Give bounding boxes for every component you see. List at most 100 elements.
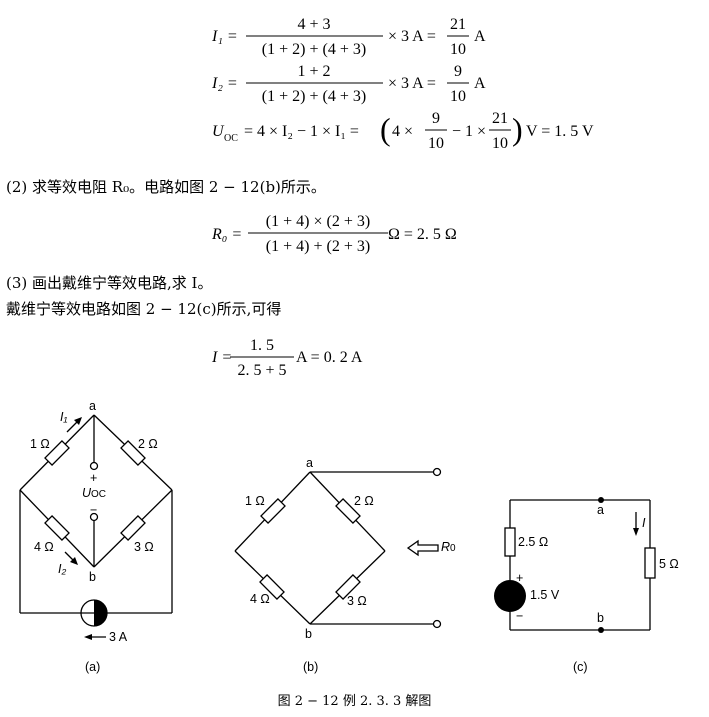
fig-b-node-b: b: [305, 627, 312, 641]
arrow-head: [633, 528, 639, 536]
fig-c-rload-label: 5 Ω: [659, 557, 679, 571]
resistor-1ohm: [44, 440, 70, 466]
fig-b-r3-label: 3 Ω: [347, 594, 367, 608]
eq-i1-num: 4 + 3: [297, 16, 330, 33]
eq-i1-mid: × 3 A =: [388, 28, 436, 45]
fig-a-node-b: b: [89, 570, 96, 584]
resistor-3ohm: [335, 574, 361, 600]
terminal-b: [432, 619, 442, 629]
node-a-dot: [598, 497, 604, 503]
node-b-dot: [598, 627, 604, 633]
figure-caption: 图 2 − 12 例 2. 3. 3 解图: [277, 694, 432, 709]
fig-b-caption: (b): [303, 660, 319, 674]
resistor-3ohm: [120, 515, 146, 541]
step3b-text: 戴维宁等效电路如图 2 − 12(c)所示,可得: [6, 300, 282, 318]
fig-a-r4-label: 4 Ω: [34, 540, 54, 554]
voltage-source: [494, 580, 526, 612]
arrow-r0: [406, 539, 439, 557]
eq-i1-lhs: I₁ =: [211, 28, 238, 45]
eq-i2-res-num: 9: [454, 63, 462, 80]
fig-a-plus: +: [90, 471, 98, 485]
eq-uoc-paren-a: 4 ×: [392, 123, 413, 140]
eq-i2-lhs: I₂ =: [211, 75, 238, 92]
eq-i2-den: (1 + 2) + (4 + 3): [262, 88, 366, 105]
eq-uoc-lhs: U: [212, 123, 225, 140]
eq-i1-unit: A: [474, 28, 486, 45]
resistor-internal: [504, 527, 516, 557]
equation-i2: I₂ = 1 + 2 (1 + 2) + (4 + 3) × 3 A = 9 1…: [211, 63, 486, 105]
eq-r0-num: (1 + 4) × (2 + 3): [266, 213, 370, 230]
eq-r0-den: (1 + 4) + (2 + 3): [266, 238, 370, 255]
arrow-head: [84, 634, 92, 640]
eq-i-den: 2. 5 + 5: [237, 362, 286, 379]
step2-text: (2) 求等效电阻 R₀。电路如图 2 − 12(b)所示。: [6, 178, 326, 196]
fig-c-vsrc-label: 1.5 V: [530, 588, 560, 602]
eq-uoc-paren-b: − 1 ×: [452, 123, 486, 140]
eq-i2-mid: × 3 A =: [388, 75, 436, 92]
resistor-2ohm: [335, 498, 361, 524]
circuit-a: [19, 414, 173, 640]
fig-a-minus: −: [90, 503, 98, 517]
eq-i1-den: (1 + 2) + (4 + 3): [262, 41, 366, 58]
eq-i-tail: A = 0. 2 A: [296, 349, 363, 366]
eq-uoc-expr: = 4 × I₂ − 1 × I₁ =: [244, 123, 359, 140]
fig-a-r1-label: 1 Ω: [30, 437, 50, 451]
fig-c-rint-label: 2.5 Ω: [518, 535, 549, 549]
eq-uoc-fa-den: 10: [428, 135, 444, 152]
circuit-c: [494, 497, 656, 633]
eq-uoc-tail: V = 1. 5 V: [526, 123, 594, 140]
resistor-4ohm: [259, 574, 285, 600]
equation-i1: I₁ = 4 + 3 (1 + 2) + (4 + 3) × 3 A = 21 …: [211, 16, 486, 58]
paren-right: ): [512, 111, 523, 147]
equation-uoc: U OC = 4 × I₂ − 1 × I₁ = ( 4 × 9 10 − 1 …: [212, 110, 594, 152]
eq-r0-tail: Ω = 2. 5 Ω: [388, 226, 457, 243]
fig-a-i1-label: I₁: [60, 410, 68, 424]
eq-i1-res-den: 10: [450, 41, 466, 58]
paren-left: (: [380, 111, 391, 147]
fig-c-plus: +: [516, 571, 524, 585]
terminal-top: [89, 461, 99, 471]
fig-b-node-a: a: [306, 456, 313, 470]
fig-b-r2-label: 2 Ω: [354, 494, 374, 508]
resistor-2ohm: [120, 440, 146, 466]
fig-b-r4-label: 4 Ω: [250, 592, 270, 606]
equations-area: I₁ = 4 + 3 (1 + 2) + (4 + 3) × 3 A = 21 …: [211, 16, 594, 379]
arrow-head: [70, 557, 78, 565]
fig-b-r0-label: R0: [441, 540, 456, 554]
fig-a-caption: (a): [85, 660, 101, 674]
eq-uoc-fa-num: 9: [432, 110, 440, 127]
fig-a-source-label: 3 A: [109, 630, 128, 644]
eq-uoc-fb-num: 21: [492, 110, 508, 127]
resistor-1ohm: [260, 498, 286, 524]
eq-i-num: 1. 5: [250, 337, 274, 354]
eq-i-lhs: I =: [211, 349, 232, 366]
fig-a-r3-label: 3 Ω: [134, 540, 154, 554]
fig-c-current-label: I: [642, 516, 646, 530]
fig-a-node-a: a: [89, 399, 96, 413]
eq-i2-num: 1 + 2: [297, 63, 330, 80]
eq-r0-lhs: R₀ =: [211, 226, 242, 243]
terminal-bottom: [89, 512, 99, 522]
eq-uoc-lhs-sub: OC: [224, 133, 238, 144]
arrow-head: [74, 417, 82, 425]
circuit-b: [234, 467, 442, 629]
equation-i: I = 1. 5 2. 5 + 5 A = 0. 2 A: [211, 337, 363, 379]
terminal-a: [432, 467, 442, 477]
eq-i2-unit: A: [474, 75, 486, 92]
eq-i1-res-num: 21: [450, 16, 466, 33]
fig-c-node-a: a: [597, 503, 604, 517]
fig-a-r2-label: 2 Ω: [138, 437, 158, 451]
fig-c-node-b: b: [597, 611, 604, 625]
fig-c-minus: −: [516, 609, 524, 623]
fig-a-uoc-label: UOC: [82, 486, 107, 500]
step3-text: (3) 画出戴维宁等效电路,求 I。: [6, 274, 213, 292]
fig-a-i2-label: I₂: [58, 562, 67, 576]
eq-uoc-fb-den: 10: [492, 135, 508, 152]
eq-i2-res-den: 10: [450, 88, 466, 105]
fig-b-r1-label: 1 Ω: [245, 494, 265, 508]
fig-c-caption: (c): [573, 660, 588, 674]
equation-r0: R₀ = (1 + 4) × (2 + 3) (1 + 4) + (2 + 3)…: [211, 213, 457, 255]
source-fill: [94, 600, 107, 626]
resistor-load: [644, 547, 656, 579]
